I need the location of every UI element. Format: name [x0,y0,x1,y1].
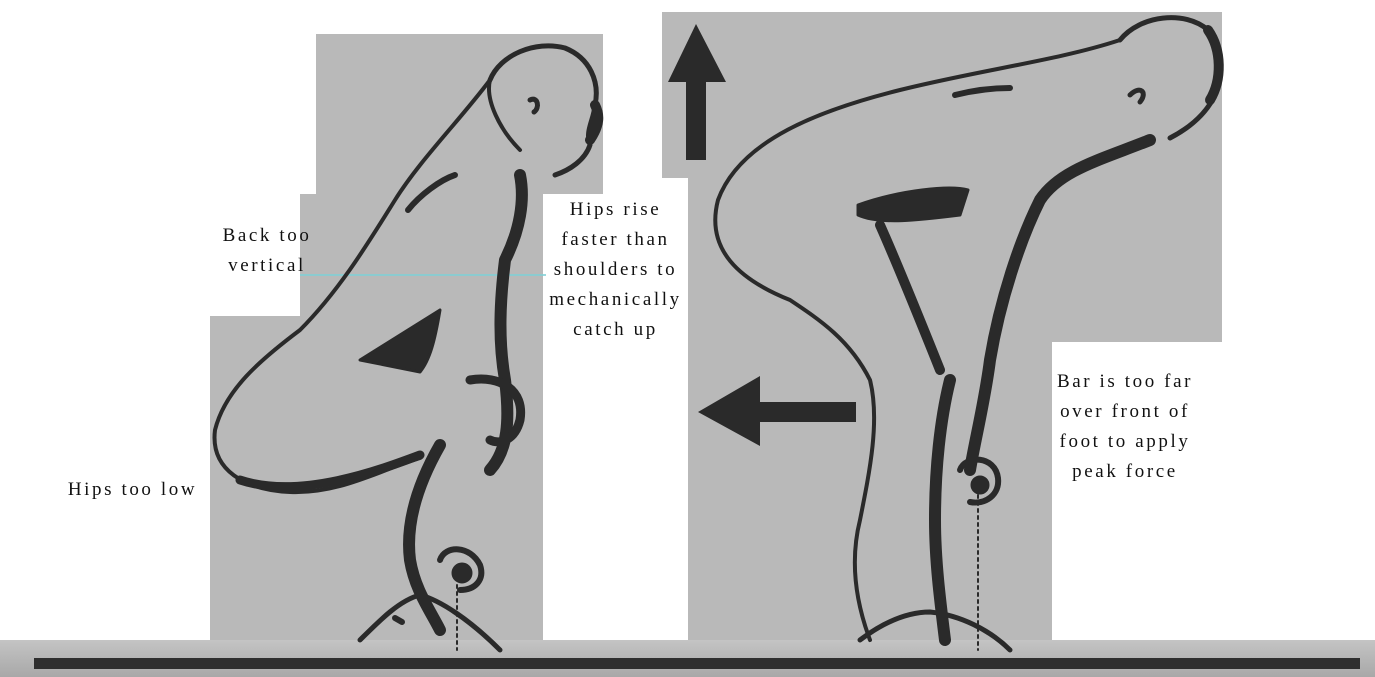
label-line: peak force [1050,457,1200,487]
right-lifter-figure [715,18,1220,650]
label-hips-too-low: Hips too low [60,475,205,505]
label-line: faster than [543,225,688,255]
label-line: Hips too low [68,479,197,500]
label-back-too-vertical: Back too vertical [217,221,317,281]
label-line: Bar is too far [1050,367,1200,397]
label-line: catch up [543,315,688,345]
label-line: foot to apply [1050,427,1200,457]
left-lifter-figure [215,46,599,650]
label-line: Back too [217,221,317,251]
up-arrow-icon [668,24,726,160]
label-line: vertical [217,251,317,281]
label-line: over front of [1050,397,1200,427]
label-line: mechanically [543,285,688,315]
left-arrow-icon [698,376,856,446]
label-line: Hips rise [543,195,688,225]
label-bar-too-far: Bar is too far over front of foot to app… [1050,367,1200,487]
label-line: shoulders to [543,255,688,285]
label-hips-rise: Hips rise faster than shoulders to mecha… [543,195,688,345]
